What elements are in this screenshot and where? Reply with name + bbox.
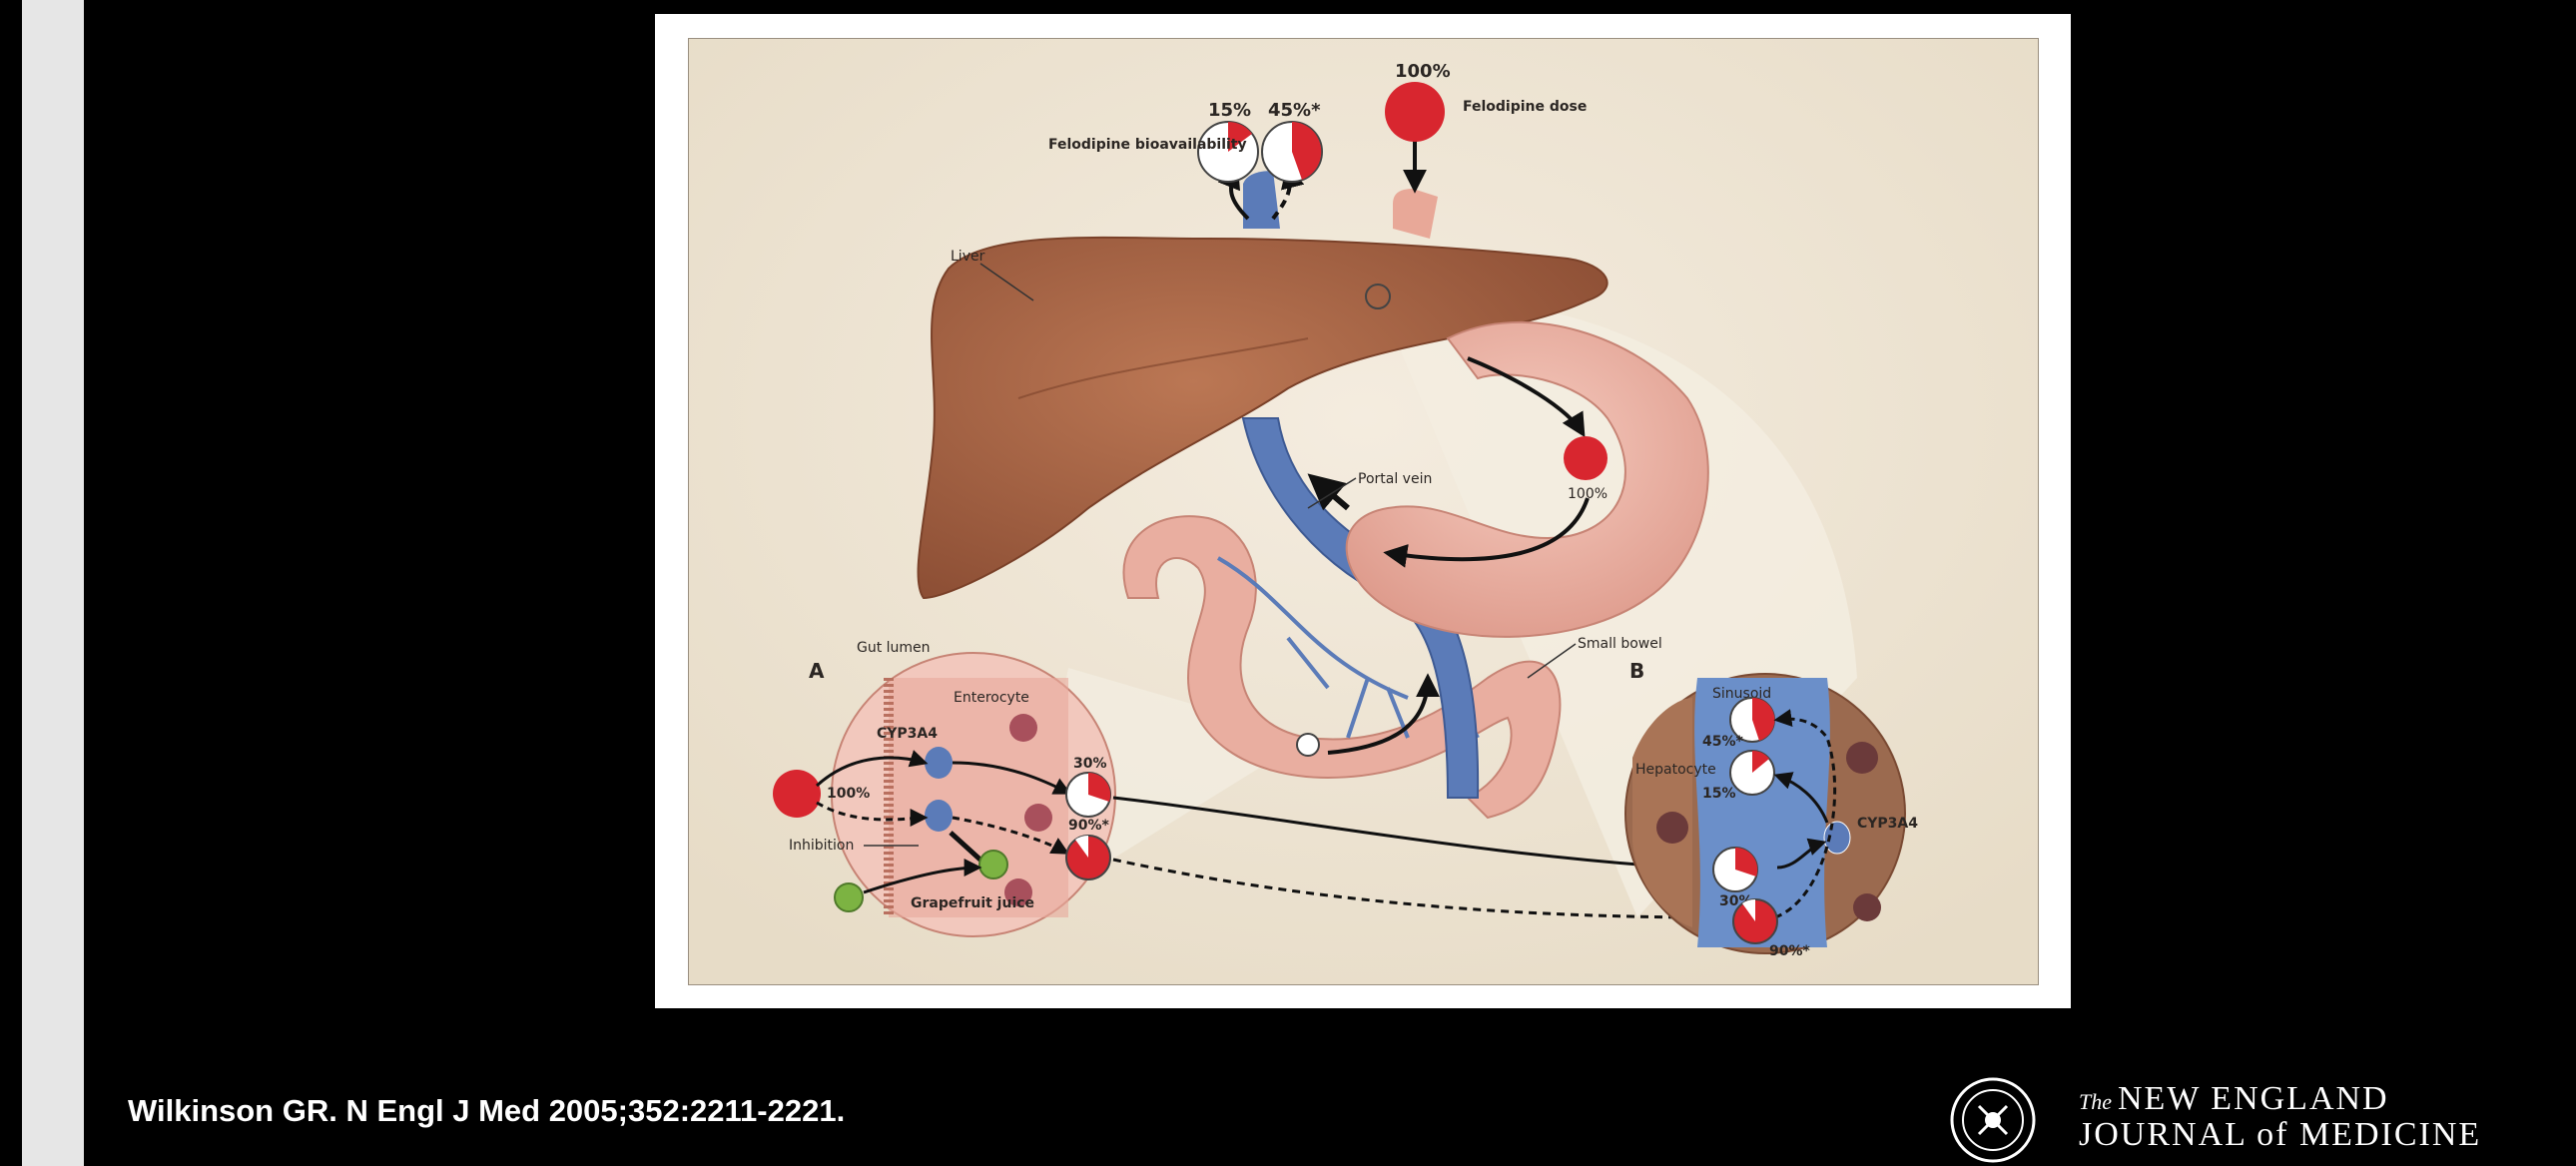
panel-b-cyp-label: CYP3A4 <box>1857 816 1918 832</box>
hepatocyte-label: Hepatocyte <box>1635 762 1716 778</box>
grapefruit-molecule-1 <box>979 851 1007 878</box>
dose-label: Felodipine dose <box>1463 99 1587 115</box>
stomach-drug-circle <box>1564 436 1608 480</box>
panel-a-dose-value: 100% <box>827 786 870 802</box>
liver-label: Liver <box>951 249 985 265</box>
grapefruit-label: Grapefruit juice <box>911 895 1034 911</box>
bowel-sample-point <box>1297 734 1319 756</box>
figure-artwork: 100% Felodipine dose 15% 45%* Felodipine… <box>688 38 2039 985</box>
inhibition-label: Inhibition <box>789 838 854 854</box>
bioavailability-value-45: 45%* <box>1268 100 1321 121</box>
panel-a-nucleus-1 <box>1009 714 1037 742</box>
dose-circle <box>1385 82 1445 142</box>
panel-a-cyp-label: CYP3A4 <box>877 726 938 742</box>
panel-b-nucleus-1 <box>1656 812 1688 844</box>
panel-a-nucleus-2 <box>1024 804 1052 832</box>
gut-lumen-label: Gut lumen <box>857 640 931 656</box>
panel-b-mid-value: 15% <box>1702 786 1736 802</box>
panel-a-enterocytes <box>889 678 1068 917</box>
masthead-prefix: The <box>2079 1089 2112 1114</box>
panel-b-in-bottom-value: 90%* <box>1769 943 1811 959</box>
panel-b-nucleus-3 <box>1853 893 1881 921</box>
grapefruit-molecule-2 <box>835 883 863 911</box>
masthead-line2: JOURNAL of MEDICINE <box>2079 1116 2481 1154</box>
bioavailability-value-15: 15% <box>1208 100 1251 121</box>
diagram-svg: 100% Felodipine dose 15% 45%* Felodipine… <box>689 39 2038 984</box>
panel-b-nucleus-2 <box>1846 742 1878 774</box>
panel-a-cyp-enzyme-bottom <box>925 800 953 832</box>
stomach-drug-value: 100% <box>1568 486 1608 502</box>
left-gray-strip <box>22 0 84 1166</box>
enterocyte-label: Enterocyte <box>954 690 1029 706</box>
panel-b-top-value: 45%* <box>1702 734 1744 750</box>
panel-b-letter: B <box>1629 659 1644 683</box>
panel-a-cyp-enzyme-top <box>925 747 953 779</box>
portal-vein-label: Portal vein <box>1358 471 1432 487</box>
bioavailability-label: Felodipine bioavailability <box>1048 137 1247 153</box>
panel-a-dose-circle <box>773 770 821 818</box>
panel-a-out-top-value: 30% <box>1073 756 1107 772</box>
panel-a-out-bottom-value: 90%* <box>1068 818 1110 834</box>
dose-value: 100% <box>1395 61 1451 82</box>
citation-text: Wilkinson GR. N Engl J Med 2005;352:2211… <box>128 1093 845 1129</box>
figure-frame: 100% Felodipine dose 15% 45%* Felodipine… <box>655 14 2071 1008</box>
small-bowel-label: Small bowel <box>1578 636 1662 652</box>
journal-seal-logo <box>1941 1076 2045 1164</box>
masthead-line1-text: NEW ENGLAND <box>2118 1080 2389 1117</box>
panel-a-letter: A <box>809 659 825 683</box>
